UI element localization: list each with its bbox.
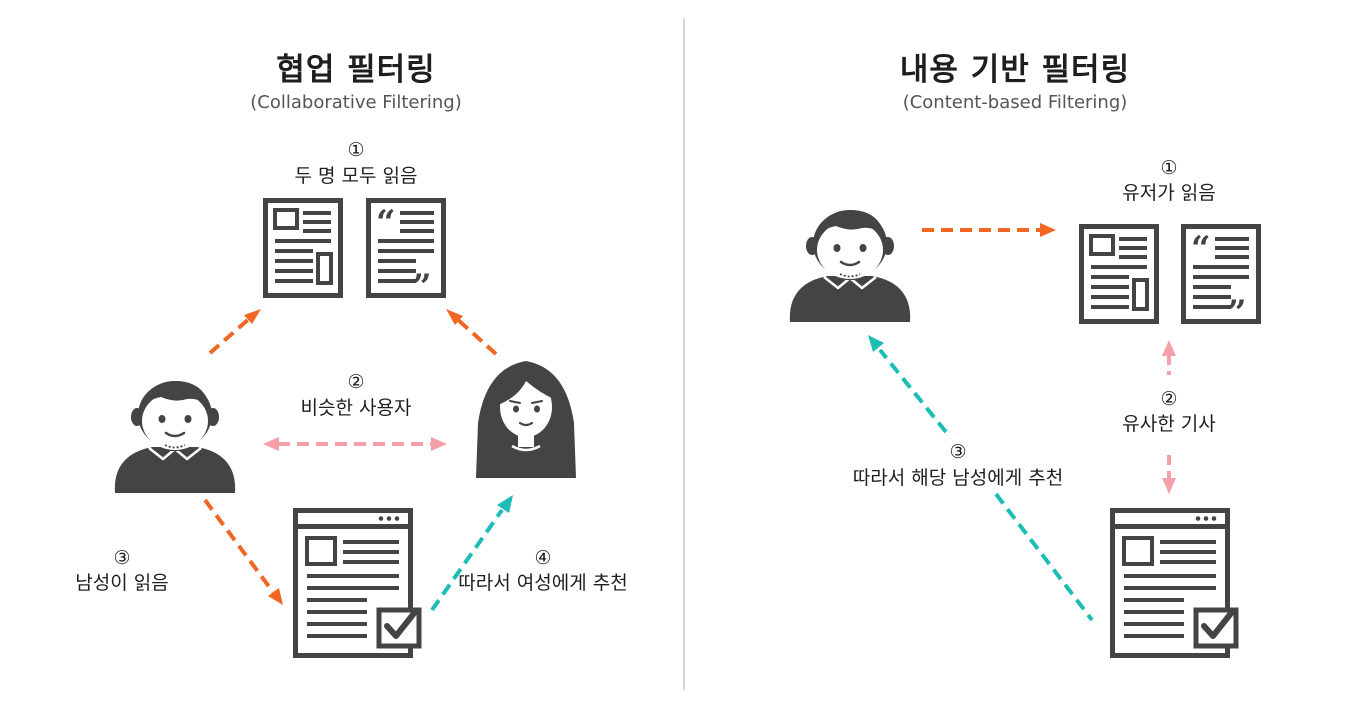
step3-number: ③ — [113, 547, 131, 569]
article-icon — [266, 201, 341, 296]
arrow-webpage-to-user — [868, 335, 1094, 622]
content-based-title: 내용 기반 필터링 — [899, 52, 1131, 88]
step1-number: ① — [347, 139, 365, 161]
man-icon — [788, 208, 912, 324]
quote-article-icon — [369, 201, 444, 308]
arrow-similar-users — [263, 437, 447, 451]
woman-icon — [474, 359, 578, 480]
man-icon — [113, 379, 237, 495]
arrow-user-to-articles — [922, 223, 1056, 237]
step1-label: 두 명 모두 읽음 — [294, 165, 418, 187]
cb-step1-number: ① — [1160, 157, 1178, 179]
arrow-similar-articles — [1162, 340, 1176, 494]
arrow-man-to-webpage — [203, 498, 283, 605]
arrow-webpage-to-woman — [430, 495, 513, 612]
cb-step2-label: 유사한 기사 — [1122, 413, 1216, 435]
step3-label: 남성이 읽음 — [75, 572, 169, 594]
step2-label: 비슷한 사용자 — [300, 397, 412, 419]
cb-step3-number: ③ — [949, 441, 967, 463]
webpage-check-icon — [1113, 511, 1237, 656]
arrow-man-to-articles — [208, 309, 261, 355]
cb-step3-label: 따라서 해당 남성에게 추천 — [852, 467, 1064, 489]
step2-number: ② — [347, 371, 365, 393]
step4-number: ④ — [534, 547, 552, 569]
content-based-subtitle: (Content-based Filtering) — [902, 92, 1128, 113]
webpage-check-icon — [296, 511, 420, 656]
cb-step2-number: ② — [1160, 388, 1178, 410]
arrow-woman-to-articles — [446, 309, 498, 356]
collaborative-subtitle: (Collaborative Filtering) — [250, 92, 462, 113]
step4-label: 따라서 여성에게 추천 — [458, 572, 628, 594]
collaborative-title: 협업 필터링 — [276, 52, 436, 88]
cb-step1-label: 유저가 읽음 — [1122, 182, 1216, 204]
quote-article-icon — [1184, 227, 1259, 334]
article-icon — [1082, 227, 1157, 322]
